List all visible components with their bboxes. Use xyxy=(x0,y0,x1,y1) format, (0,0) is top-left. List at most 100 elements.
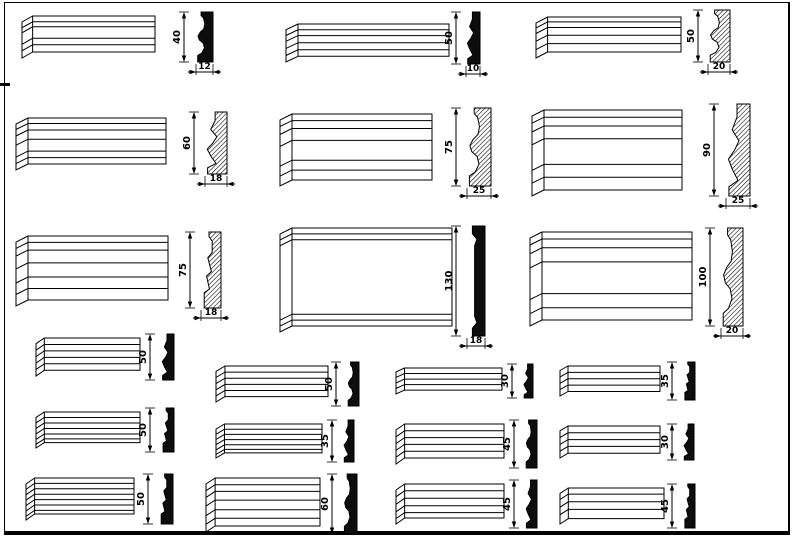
front-view xyxy=(559,365,661,397)
width-dimension: 25 xyxy=(459,186,499,199)
height-label: 35 xyxy=(660,374,671,388)
front-view xyxy=(25,477,135,521)
height-label: 40 xyxy=(172,30,183,44)
width-dimension: 25 xyxy=(718,196,758,209)
moulding-item-D4: 35 xyxy=(559,361,696,401)
height-dimension: 45 xyxy=(502,419,519,469)
height-label: 30 xyxy=(660,435,671,449)
moulding-item-D3: 30 xyxy=(395,363,534,399)
front-view xyxy=(279,227,453,333)
front-view xyxy=(279,113,433,187)
width-dimension: 20 xyxy=(700,62,738,75)
front-view xyxy=(205,477,321,533)
section-profile xyxy=(471,225,486,337)
moulding-item-A3: 50 20 xyxy=(535,9,738,75)
section-profile xyxy=(727,103,751,197)
height-label: 50 xyxy=(136,492,147,506)
height-label: 60 xyxy=(320,497,331,511)
front-view xyxy=(285,23,450,63)
section-profile xyxy=(684,483,696,529)
front-view xyxy=(35,337,141,377)
front-view xyxy=(35,411,141,449)
height-dimension: 75 xyxy=(178,231,195,309)
height-label: 45 xyxy=(660,499,671,513)
height-dimension: 50 xyxy=(138,407,155,453)
height-label: 60 xyxy=(182,136,193,150)
section-profile xyxy=(683,423,695,461)
height-dimension: 50 xyxy=(686,9,703,63)
height-label: 35 xyxy=(320,434,331,448)
moulding-item-C1: 75 18 xyxy=(15,231,229,321)
front-view xyxy=(215,365,329,403)
width-dimension: 20 xyxy=(713,326,751,339)
height-dimension: 50 xyxy=(138,333,155,381)
width-label: 18 xyxy=(210,174,223,184)
moulding-item-A1: 40 12 xyxy=(21,11,221,75)
front-view xyxy=(531,109,683,197)
height-label: 50 xyxy=(686,29,697,43)
moulding-item-E4: 30 xyxy=(559,423,695,461)
height-dimension: 50 xyxy=(324,361,341,407)
height-dimension: 45 xyxy=(660,483,677,529)
height-dimension: 130 xyxy=(444,225,461,337)
height-label: 45 xyxy=(502,437,513,451)
moulding-item-B1: 60 18 xyxy=(15,111,235,187)
moulding-item-F2: 60 xyxy=(205,473,358,535)
moulding-item-B2: 75 25 xyxy=(279,107,499,199)
front-view xyxy=(395,423,505,465)
width-label: 18 xyxy=(205,308,218,318)
moulding-item-F4: 45 xyxy=(559,483,696,529)
width-label: 20 xyxy=(713,62,726,72)
moulding-item-B3: 90 25 xyxy=(531,103,758,209)
moulding-item-E1: 50 xyxy=(35,407,175,453)
width-dimension: 10 xyxy=(458,64,488,77)
section-profile xyxy=(162,407,175,453)
height-dimension: 90 xyxy=(702,103,719,197)
moulding-item-D1: 50 xyxy=(35,333,175,381)
height-label: 50 xyxy=(138,423,149,437)
height-dimension: 45 xyxy=(502,479,519,529)
section-profile xyxy=(343,419,355,463)
height-label: 30 xyxy=(500,374,511,388)
section-profile xyxy=(347,361,360,407)
width-label: 25 xyxy=(732,196,745,206)
front-view xyxy=(529,231,693,327)
moulding-item-F3: 45 xyxy=(395,479,538,529)
height-dimension: 50 xyxy=(136,473,153,525)
front-view xyxy=(215,423,323,459)
height-dimension: 60 xyxy=(182,111,199,175)
height-dimension: 60 xyxy=(320,473,337,535)
height-label: 90 xyxy=(702,143,713,157)
width-label: 20 xyxy=(726,326,739,336)
section-profile xyxy=(161,333,175,381)
front-view xyxy=(21,15,156,59)
front-view xyxy=(395,483,505,525)
height-label: 75 xyxy=(444,140,455,154)
height-label: 100 xyxy=(698,267,709,288)
height-dimension: 30 xyxy=(500,363,517,399)
front-view xyxy=(535,16,682,59)
section-profile xyxy=(203,231,222,309)
moulding-item-D2: 50 xyxy=(215,361,360,407)
height-dimension: 50 xyxy=(444,11,461,65)
front-view xyxy=(559,425,661,459)
height-label: 50 xyxy=(324,377,335,391)
section-profile xyxy=(709,9,731,63)
section-profile xyxy=(160,473,174,525)
moulding-item-C3: 100 20 xyxy=(529,227,751,339)
section-profile xyxy=(722,227,744,327)
section-profile xyxy=(468,107,492,187)
width-label: 18 xyxy=(470,336,483,346)
section-profile xyxy=(523,363,534,399)
width-dimension: 18 xyxy=(197,174,235,187)
section-profile xyxy=(525,419,538,469)
front-view xyxy=(395,367,503,395)
width-dimension: 18 xyxy=(459,336,493,349)
height-dimension: 100 xyxy=(698,227,715,327)
width-label: 12 xyxy=(198,62,211,72)
width-dimension: 18 xyxy=(193,308,229,321)
height-dimension: 35 xyxy=(660,361,677,401)
